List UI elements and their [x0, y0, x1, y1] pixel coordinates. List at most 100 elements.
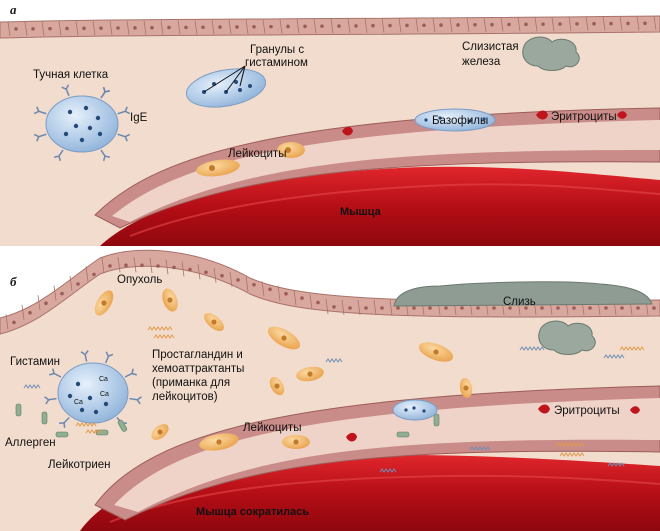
label-mucous-1: Слизистая	[462, 41, 519, 53]
epithelial-nucleus	[303, 25, 307, 29]
label-muscle-a: Мышца	[340, 206, 382, 218]
epithelial-nucleus	[99, 26, 103, 30]
epithelial-nucleus	[490, 23, 494, 27]
epithelial-nucleus	[31, 27, 35, 31]
epithelial-nucleus	[507, 23, 511, 27]
epithelial-nucleus	[320, 24, 324, 28]
epithelial-nucleus	[284, 292, 288, 296]
epithelial-nucleus	[388, 24, 392, 28]
label-allergen: Аллерген	[5, 437, 56, 449]
histamine-granule	[64, 132, 68, 136]
epithelial-nucleus	[92, 273, 96, 277]
epithelial-nucleus	[167, 26, 171, 30]
epithelial-nucleus	[269, 25, 273, 29]
epithelial-nucleus	[14, 27, 18, 31]
epithelial-nucleus	[643, 21, 647, 25]
label-prostaglandin-4: лейкоцитов)	[152, 391, 218, 403]
epithelial-nucleus	[124, 263, 128, 267]
label-basophils: Базофилы	[432, 115, 488, 127]
epithelial-nucleus	[556, 306, 560, 310]
epithelial-nucleus	[620, 306, 624, 310]
label-erythrocytes-a: Эритроциты	[551, 111, 617, 123]
epithelial-nucleus	[65, 27, 69, 31]
ion-label-1: Ca	[99, 376, 108, 383]
epithelial-nucleus	[592, 22, 596, 26]
label-prostaglandin-2: хемоаттрактанты	[152, 363, 244, 375]
ion-label-2: Ca	[74, 399, 83, 406]
epithelial-nucleus	[412, 306, 416, 310]
epithelial-nucleus	[201, 25, 205, 29]
histamine-granule	[84, 106, 88, 110]
epithelial-nucleus	[268, 288, 272, 292]
label-erythrocytes-b: Эритроциты	[554, 405, 620, 417]
epithelial-nucleus	[184, 26, 188, 30]
epithelial-nucleus	[150, 26, 154, 30]
histamine-granule	[68, 394, 72, 398]
epithelial-nucleus	[476, 306, 480, 310]
panel-letter-a: а	[10, 2, 17, 17]
label-swelling: Опухоль	[117, 274, 162, 286]
epithelial-nucleus	[332, 305, 336, 309]
histamine-granule	[80, 408, 84, 412]
epithelial-nucleus	[371, 24, 375, 28]
histamine-granule	[88, 396, 92, 400]
epithelial-nucleus	[133, 26, 137, 30]
epithelial-nucleus	[609, 22, 613, 26]
label-granules-1: Гранулы с	[250, 44, 304, 56]
label-prostaglandin-1: Простагландин и	[152, 349, 243, 361]
epithelial-nucleus	[348, 306, 352, 310]
label-granules-2: гистамином	[245, 57, 308, 69]
epithelial-nucleus	[428, 306, 432, 310]
epithelial-nucleus	[364, 306, 368, 310]
epithelial-nucleus	[575, 22, 579, 26]
histamine-granule	[96, 116, 100, 120]
panel-a: а Тучная клетка IgE Гранулы с гистамином…	[0, 0, 660, 246]
leukocyte-nucleus	[101, 300, 106, 305]
ion-label-3: Ca	[100, 391, 109, 398]
basophil-b	[393, 400, 437, 420]
epithelial-nucleus	[444, 306, 448, 310]
histamine-granule	[88, 126, 92, 130]
leukocyte-nucleus	[281, 335, 286, 340]
leukocyte-nucleus	[463, 385, 468, 390]
epithelial-nucleus	[541, 22, 545, 26]
histamine-granule	[68, 110, 72, 114]
panel-letter-b: б	[10, 274, 17, 289]
epithelial-nucleus	[235, 25, 239, 29]
leukocyte-nucleus	[216, 439, 221, 444]
epithelial-nucleus	[439, 23, 443, 27]
epithelial-nucleus	[626, 22, 630, 26]
leukocyte-nucleus	[157, 429, 162, 434]
ige-antibody-arm	[64, 423, 65, 428]
epithelial-nucleus	[396, 306, 400, 310]
histamine-granule	[98, 132, 102, 136]
histamine-granule	[94, 410, 98, 414]
epithelial-nucleus	[156, 264, 160, 268]
epithelial-nucleus	[108, 264, 112, 268]
leukocyte	[282, 435, 310, 449]
label-leukotriene: Лейкотриен	[48, 459, 111, 471]
epithelial-nucleus	[456, 23, 460, 27]
histamine-granule	[80, 138, 84, 142]
epithelial-nucleus	[316, 301, 320, 305]
leukocyte-nucleus	[211, 319, 216, 324]
epithelial-nucleus	[588, 306, 592, 310]
epithelial-nucleus	[204, 270, 208, 274]
label-muscle-b: Мышца сократилась	[196, 506, 309, 518]
epithelial-nucleus	[60, 292, 64, 296]
epithelial-nucleus	[252, 283, 256, 287]
epithelial-nucleus	[172, 266, 176, 270]
epithelial-nucleus	[492, 306, 496, 310]
histamine-granule	[248, 84, 252, 88]
label-mast-cell: Тучная клетка	[33, 69, 109, 81]
epithelial-nucleus	[48, 27, 52, 31]
histamine-granule	[238, 88, 242, 92]
epithelial-nucleus	[28, 311, 32, 315]
leukocyte-nucleus	[433, 349, 438, 354]
epithelial-nucleus	[218, 25, 222, 29]
label-ige: IgE	[130, 112, 148, 124]
histamine-granule	[74, 124, 78, 128]
panel-b: Ca Ca Ca б Опухоль Сл	[0, 250, 660, 531]
